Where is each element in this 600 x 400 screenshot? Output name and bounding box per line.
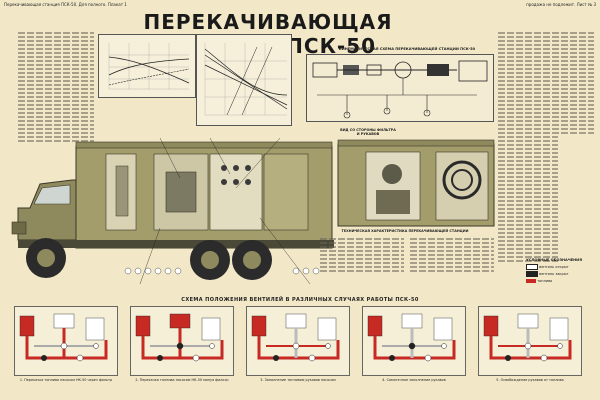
rear-view-label: ВИД СО СТОРОНЫ ФИЛЬТРА И РУКАВОВ bbox=[340, 128, 396, 136]
scheme-caption-1: 1. Перекачка топлива насосом НК-50 через… bbox=[19, 378, 113, 382]
legend-label-open: вентиль открыт bbox=[539, 265, 569, 269]
legend-title: УСЛОВНЫЕ ОБОЗНАЧЕНИЯ bbox=[526, 258, 582, 262]
scheme-caption-3: 3. Заполнение топливом рукавов насосом bbox=[260, 378, 336, 382]
valve-closed-icon bbox=[526, 271, 538, 277]
corner-right-caption: продажа не подлежит. Лист № 3 bbox=[526, 2, 596, 7]
graph-right-svg bbox=[204, 43, 288, 116]
kinematic-schematic bbox=[306, 54, 494, 122]
valve-scheme-4 bbox=[362, 306, 466, 376]
scheme-caption-4: 4. Самотечное заполнение рукавов bbox=[382, 378, 446, 382]
valve-scheme-5 bbox=[478, 306, 582, 376]
legend-item-fuel: топливо bbox=[526, 278, 592, 285]
fuel-swatch-icon bbox=[526, 279, 536, 283]
legend-label-closed: вентиль закрыт bbox=[539, 272, 569, 276]
legend-label-fuel: топливо bbox=[537, 279, 553, 283]
valve-scheme-2 bbox=[130, 306, 234, 376]
performance-graph-left bbox=[98, 34, 196, 98]
valve-open-icon bbox=[526, 264, 538, 270]
intro-text-block bbox=[18, 30, 94, 144]
legend-item-open: вентиль открыт bbox=[526, 264, 592, 271]
performance-graph-right bbox=[196, 34, 292, 126]
truck-side-view bbox=[11, 138, 334, 285]
right-description-text bbox=[498, 30, 594, 136]
schematic-title: КИНЕМАТИЧЕСКАЯ СХЕМА ПЕРЕКАЧИВАЮЩЕЙ СТАН… bbox=[338, 47, 476, 51]
tech-table-title: ТЕХНИЧЕСКАЯ ХАРАКТЕРИСТИКА ПЕРЕКАЧИВАЮЩЕ… bbox=[341, 229, 469, 233]
truck-rear-view bbox=[337, 139, 495, 227]
legend: вентиль открыт вентиль закрыт топливо bbox=[526, 264, 592, 285]
graph-left-svg bbox=[108, 43, 190, 90]
legend-item-closed: вентиль закрыт bbox=[526, 271, 592, 278]
schematic-svg bbox=[312, 60, 488, 119]
parts-list bbox=[498, 134, 558, 264]
scheme-caption-2: 2. Перекачка топлива насосом НК-50 минуя… bbox=[135, 378, 229, 382]
corner-left-caption: Перекачивающая станция ПСК-50. Для полно… bbox=[4, 2, 127, 7]
truck-wheels bbox=[26, 238, 272, 280]
valve-scheme-1 bbox=[14, 306, 118, 376]
scheme-caption-5: 5. Освобождение рукавов от топлива bbox=[496, 378, 564, 382]
tech-table-right bbox=[410, 236, 494, 274]
tech-table-left bbox=[320, 236, 404, 274]
valve-scheme-3 bbox=[246, 306, 350, 376]
valve-schemes-title: СХЕМА ПОЛОЖЕНИЯ ВЕНТИЛЕЙ В РАЗЛИЧНЫХ СЛУ… bbox=[181, 297, 419, 303]
